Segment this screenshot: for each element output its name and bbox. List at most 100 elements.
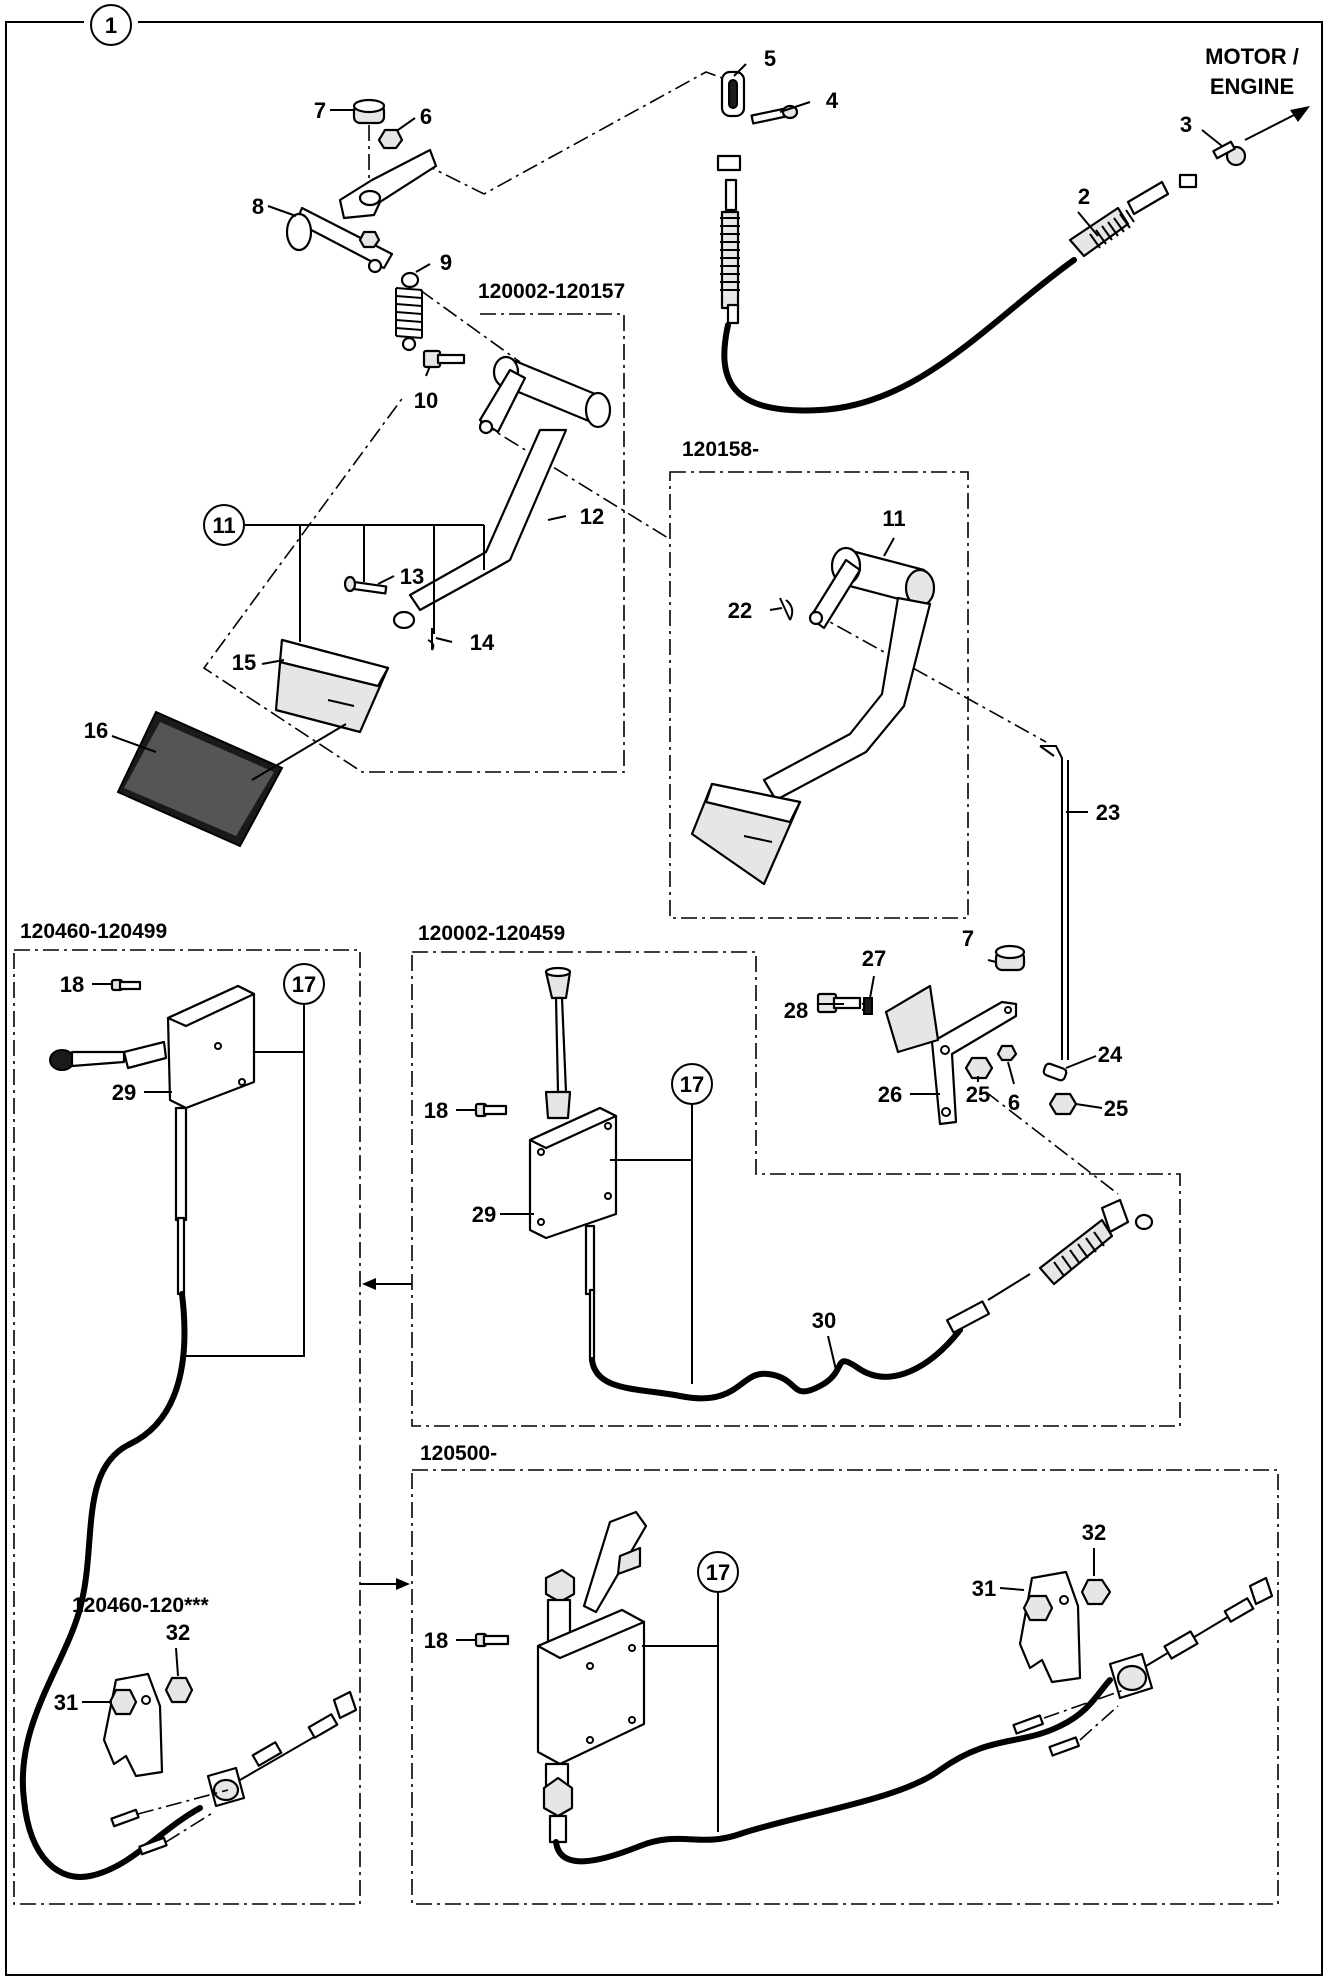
engine-label-line1: MOTOR / bbox=[1205, 44, 1299, 69]
label-part-8: 8 bbox=[252, 194, 264, 219]
nut-part-6b bbox=[996, 1044, 1018, 1062]
label-part-11b: 11 bbox=[882, 506, 905, 531]
callout-17-bottom-bracket bbox=[642, 1592, 719, 1832]
knob-part-7b bbox=[994, 944, 1026, 972]
range-box-pedal-new bbox=[669, 471, 969, 919]
range-box-lever-left bbox=[13, 949, 361, 1905]
label-part-7: 7 bbox=[314, 98, 326, 123]
label-part-18-left: 18 bbox=[60, 972, 84, 997]
nut-part-25a bbox=[964, 1056, 994, 1080]
label-part-3: 3 bbox=[1180, 112, 1192, 137]
label-part-13: 13 bbox=[400, 564, 424, 589]
cable-end-bottom bbox=[1012, 1576, 1274, 1757]
pin-part-22 bbox=[779, 597, 794, 621]
throttle-cable-part-2 bbox=[716, 154, 1198, 414]
callout-17-left-bracket bbox=[186, 1004, 305, 1357]
range-box-lever-mid bbox=[411, 951, 1181, 1427]
label-part-15: 15 bbox=[232, 650, 256, 675]
shaft-part-8 bbox=[285, 148, 438, 274]
label-part-31-left: 31 bbox=[54, 1690, 78, 1715]
label-part-17-left: 17 bbox=[292, 972, 316, 997]
label-part-5: 5 bbox=[764, 46, 776, 71]
label-part-31-bottom: 31 bbox=[972, 1576, 996, 1601]
part-labels: 2 3 4 5 6 7 8 9 10 11 12 13 14 15 16 11 … bbox=[54, 46, 1192, 1715]
label-part-25: 25 bbox=[1104, 1096, 1128, 1121]
engine-arrow bbox=[1244, 111, 1301, 141]
screw-part-18a bbox=[110, 978, 142, 992]
hand-lever-mid bbox=[528, 966, 618, 1362]
link-line-rod bbox=[811, 611, 1047, 743]
arrow-mid-to-left-head bbox=[362, 1278, 376, 1290]
label-part-10: 10 bbox=[414, 388, 438, 413]
link-line-top bbox=[419, 71, 723, 195]
arrow-left-to-bottom-head bbox=[396, 1578, 410, 1590]
frame-border bbox=[5, 21, 1323, 1976]
label-part-29-left: 29 bbox=[112, 1080, 136, 1105]
label-part-6: 6 bbox=[420, 104, 432, 129]
label-part-27: 27 bbox=[862, 946, 886, 971]
label-part-14: 14 bbox=[470, 630, 495, 655]
screw-part-18b bbox=[474, 1102, 508, 1118]
link-line-cable bbox=[985, 1091, 1119, 1195]
rubber-part-16 bbox=[116, 710, 284, 848]
cable-bottom bbox=[553, 1677, 1113, 1865]
cable-end-part-3 bbox=[1212, 140, 1247, 167]
label-part-6b: 6 bbox=[1008, 1090, 1020, 1115]
label-part-18-mid: 18 bbox=[424, 1098, 448, 1123]
nut-part-32a bbox=[164, 1676, 194, 1704]
hand-lever-left bbox=[49, 984, 256, 1296]
bracket-part-31a bbox=[102, 1672, 164, 1778]
callout-17-mid-bracket bbox=[610, 1104, 693, 1384]
callout-11-bracket bbox=[244, 524, 485, 642]
range-lever-bottom: 120500- bbox=[420, 1442, 497, 1465]
label-part-29-mid: 29 bbox=[472, 1202, 496, 1227]
cable-end-left bbox=[110, 1690, 358, 1856]
cable-end-mid bbox=[945, 1198, 1154, 1334]
label-part-18-bottom: 18 bbox=[424, 1628, 448, 1653]
pedal-part-11 bbox=[690, 546, 936, 886]
plate-part-27 bbox=[861, 984, 940, 1054]
pin-part-13 bbox=[343, 575, 388, 595]
label-part-25b: 25 bbox=[966, 1082, 990, 1107]
label-part-24: 24 bbox=[1098, 1042, 1123, 1067]
clip-part-14 bbox=[427, 628, 435, 651]
screw-part-18c bbox=[474, 1632, 510, 1648]
nut-part-6 bbox=[377, 128, 404, 150]
range-lever-mid: 120002-120459 bbox=[418, 922, 565, 945]
bolt-part-10 bbox=[422, 349, 466, 369]
label-part-16: 16 bbox=[84, 718, 108, 743]
label-part-1: 2 bbox=[1078, 184, 1090, 209]
pad-part-15 bbox=[274, 638, 390, 734]
engine-arrow-head bbox=[1290, 106, 1310, 122]
group-number-circle bbox=[90, 4, 132, 46]
label-part-22: 22 bbox=[728, 598, 752, 623]
nut-part-25b bbox=[1048, 1092, 1078, 1116]
hand-lever-bottom bbox=[536, 1510, 648, 1844]
group-number: 1 bbox=[105, 13, 117, 38]
knob-part-7 bbox=[352, 98, 386, 180]
link-line-spring bbox=[419, 289, 521, 363]
label-part-32-bottom: 32 bbox=[1082, 1520, 1106, 1545]
range-bracket-left: 120460-120*** bbox=[72, 1594, 209, 1617]
range-pedal-new: 120158- bbox=[682, 438, 759, 461]
nut-part-32b bbox=[1080, 1578, 1112, 1606]
spring-part-9 bbox=[395, 271, 423, 352]
clevis-part-5 bbox=[720, 70, 746, 118]
label-part-9: 9 bbox=[440, 250, 452, 275]
label-part-32-left: 32 bbox=[166, 1620, 190, 1645]
engine-label-line2: ENGINE bbox=[1210, 74, 1294, 99]
leader-16-link bbox=[251, 723, 347, 781]
label-part-28: 28 bbox=[784, 998, 808, 1023]
range-box-lever-bottom bbox=[411, 1469, 1279, 1905]
range-lever-left: 120460-120499 bbox=[20, 920, 167, 943]
label-part-4: 4 bbox=[826, 88, 839, 113]
label-part-7b: 7 bbox=[962, 926, 974, 951]
bracket-part-31b bbox=[1018, 1570, 1082, 1684]
cable-part-30 bbox=[589, 1327, 963, 1402]
label-part-30: 30 bbox=[812, 1308, 836, 1333]
range-pedal-old: 120002-120157 bbox=[478, 280, 625, 303]
label-part-17-mid: 17 bbox=[680, 1072, 704, 1097]
fitting-part-24 bbox=[1042, 1062, 1068, 1082]
label-part-12: 12 bbox=[580, 504, 604, 529]
